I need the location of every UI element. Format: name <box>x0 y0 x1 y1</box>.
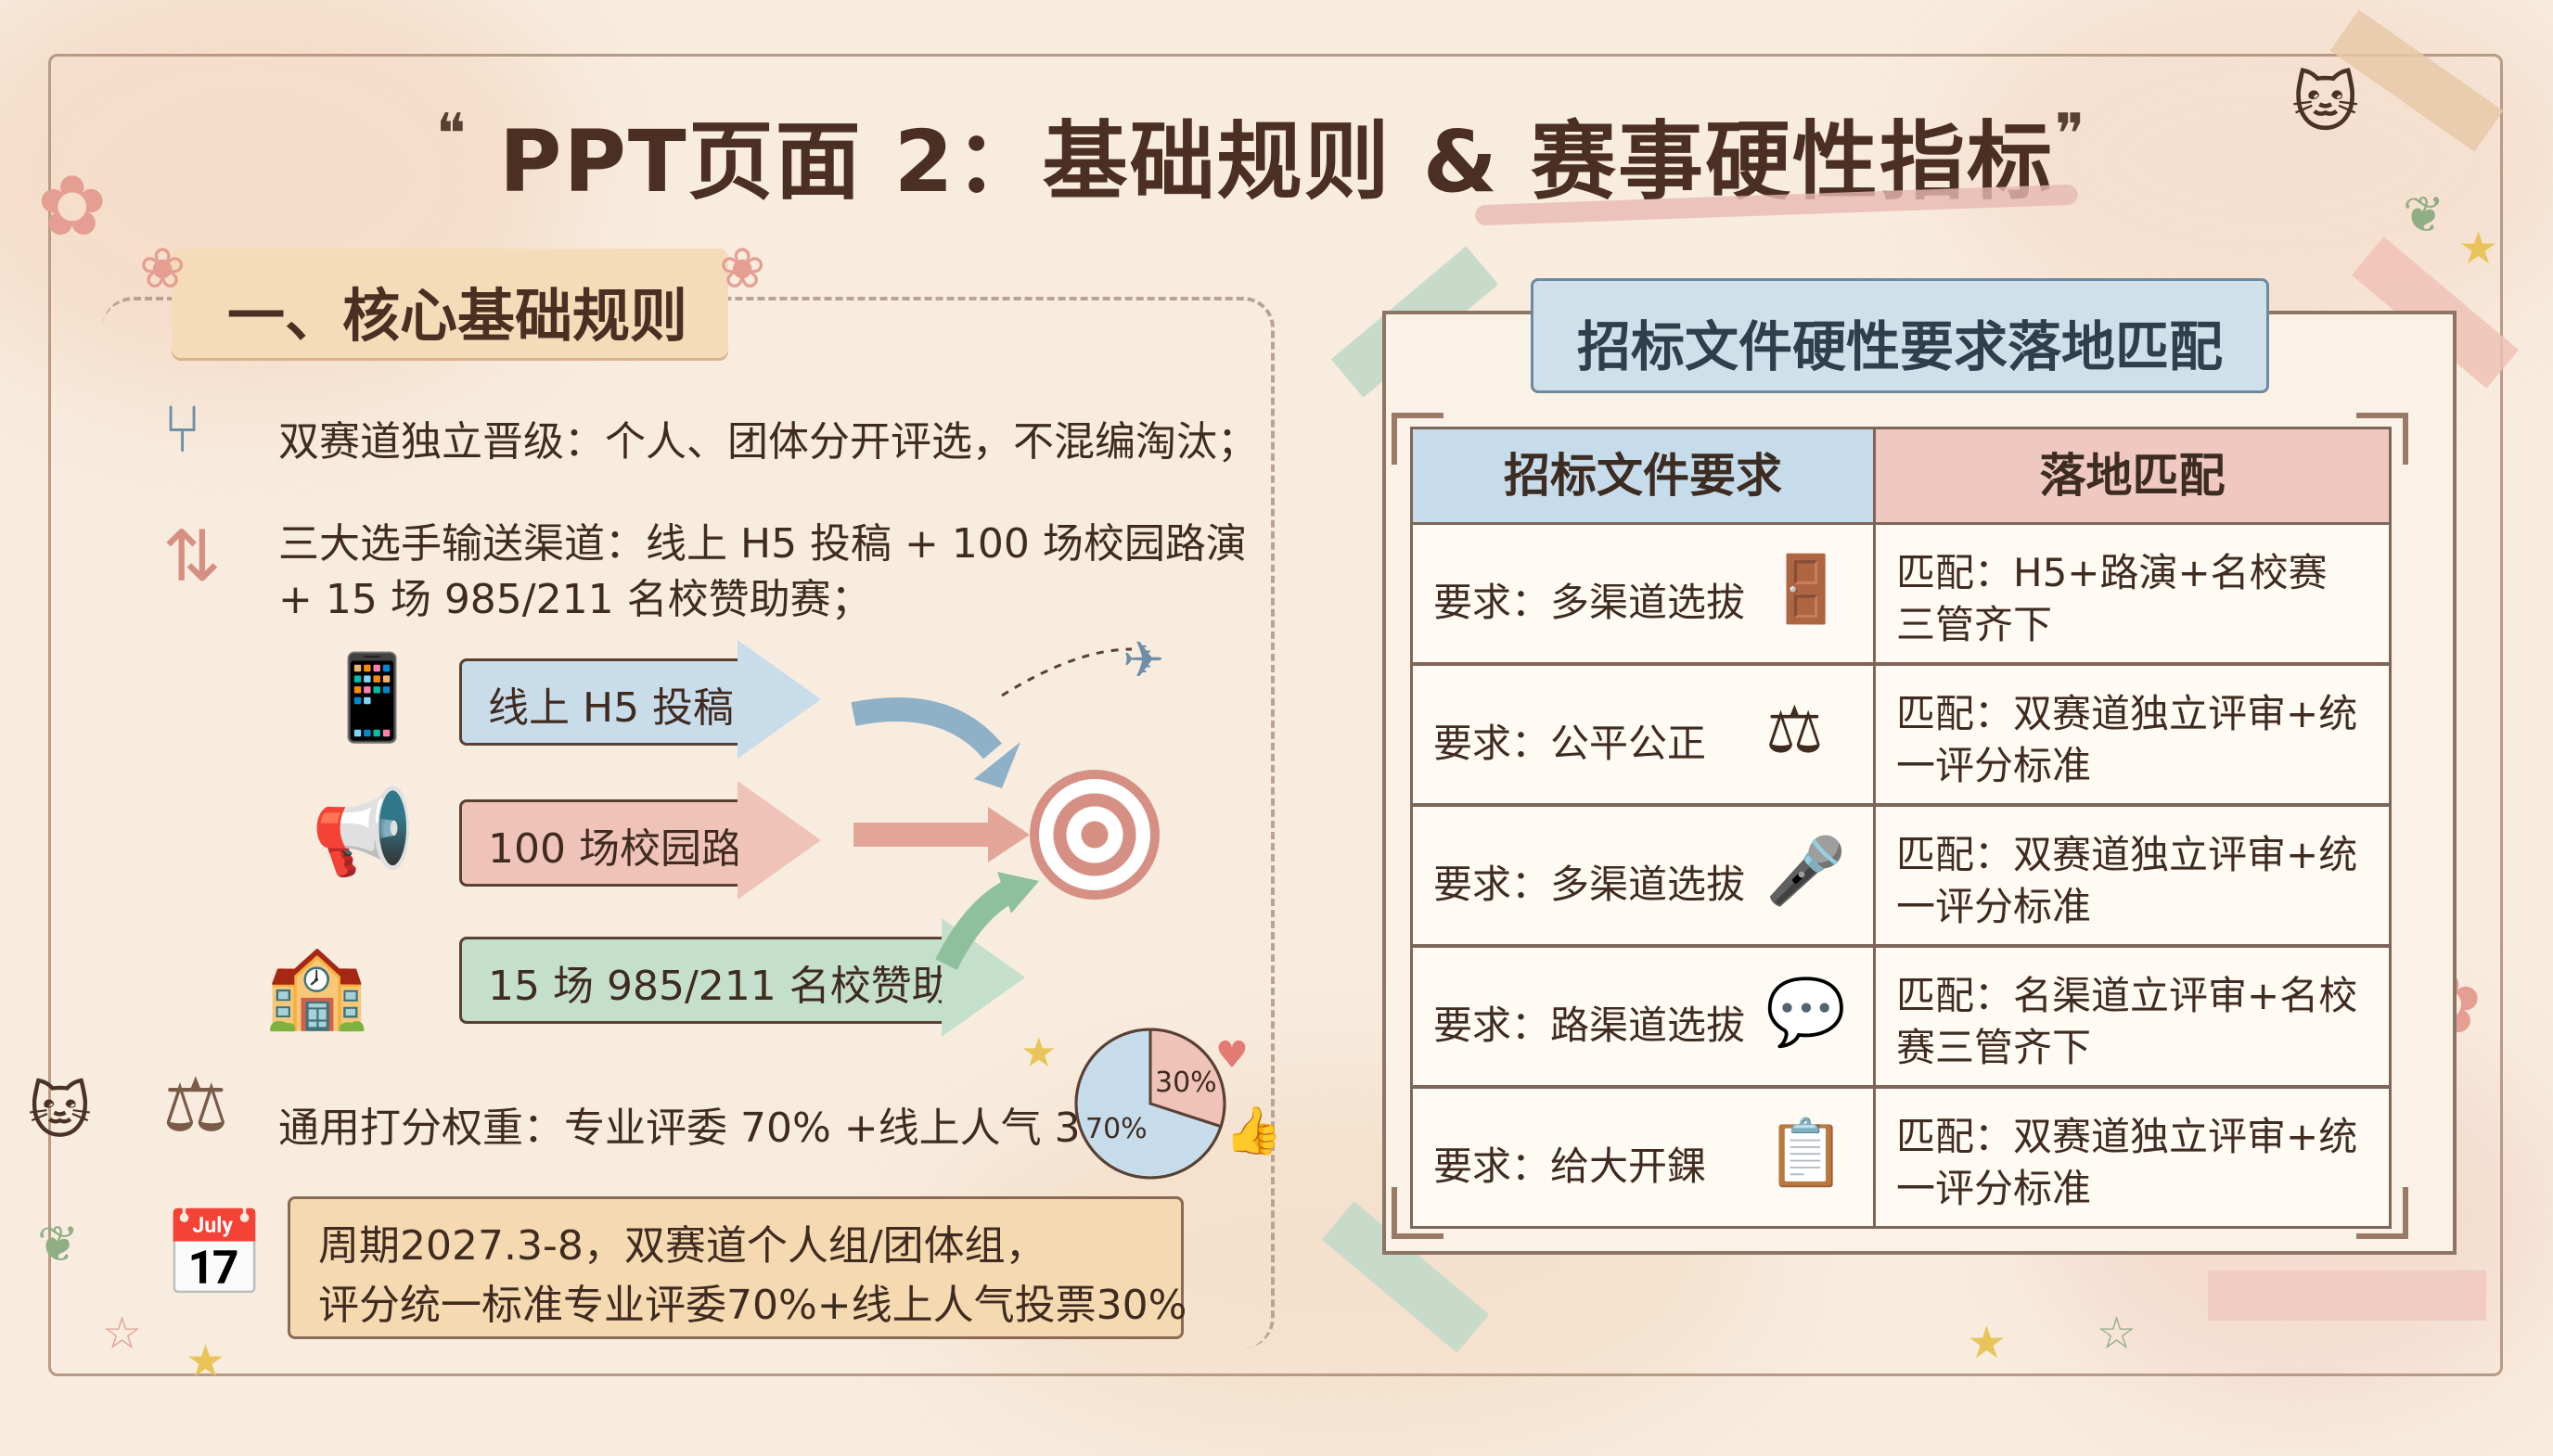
requirements-panel-heading: 招标文件硬性要求落地匹配 <box>1531 278 2269 393</box>
phone-mail-icon: 📱 <box>320 649 425 747</box>
score-weight-pie <box>1074 1028 1226 1180</box>
pie-label-30: 30% <box>1155 1066 1217 1099</box>
table-cell-requirement: 要求：路渠道选拔 💬 <box>1410 945 1876 1088</box>
table-cell-match: 匹配：H5+路演+名校赛三管齐下 <box>1873 522 2392 665</box>
table-cell-requirement: 要求：多渠道选拔 🎤 <box>1410 804 1876 947</box>
match-text: 一评分标准 <box>1896 884 2092 929</box>
star-icon: ☆ <box>2097 1308 2137 1360</box>
paper-plane-icon: ✈ <box>1123 631 1165 689</box>
match-text: 匹配：名渠道立评审+名校 <box>1896 973 2358 1018</box>
match-text: 匹配：H5+路演+名校赛 <box>1896 550 2328 595</box>
flower-icon: ✿ <box>37 158 108 255</box>
section-heading-banner: 一、核心基础规则 <box>172 249 728 358</box>
converging-arrows <box>851 647 1133 970</box>
note-line: 周期2027.3-8，双赛道个人组/团体组， <box>318 1222 1046 1270</box>
star-icon: ★ <box>2458 223 2499 275</box>
corner-ornament <box>2356 1187 2408 1239</box>
match-text: 匹配：双赛道独立评审+统 <box>1896 832 2358 877</box>
leaf-icon: ❦ <box>2403 185 2445 244</box>
rule-dual-track: 双赛道独立晋级：个人、团体分开评选，不混编淘汰； <box>278 418 1258 466</box>
washi-tape <box>2208 1271 2486 1321</box>
rule-channels-line1: 三大选手输送渠道：线上 H5 投稿 + 100 场校园路演 <box>278 520 1247 568</box>
match-text: 一评分标准 <box>1896 1166 2092 1211</box>
column-header-requirement: 招标文件要求 <box>1410 427 1876 525</box>
table-cell-requirement: 要求：公平公正 ⚖ <box>1410 663 1876 806</box>
sparkle-right-icon: ❞ <box>2055 102 2085 167</box>
corner-ornament <box>1392 413 1443 465</box>
thumbs-up-icon: 👍 <box>1225 1104 1283 1157</box>
channel-arrow-roadshow: 100 场校园路演 <box>459 799 783 887</box>
table-cell-requirement: 要求：多渠道选拔 🚪 <box>1410 522 1876 665</box>
school-shield-icon: 🏫 <box>264 937 369 1034</box>
requirement-text: 要求：多渠道选拔 <box>1433 580 1746 625</box>
match-text: 匹配：双赛道独立评审+统 <box>1896 691 2358 736</box>
flower-icon: ❀ <box>719 236 766 301</box>
page-title: PPT页面 2：基础规则 & 赛事硬性指标 <box>499 112 2054 211</box>
door-icon: 🚪 <box>1765 551 1847 627</box>
requirement-text: 要求：多渠道选拔 <box>1433 862 1746 907</box>
corner-ornament <box>1392 1187 1443 1239</box>
table-cell-match: 匹配：双赛道独立评审+统一评分标准 <box>1873 663 2392 806</box>
rule-channels-line2: + 15 场 985/211 名校赞助赛； <box>278 576 872 623</box>
arrow-head <box>738 640 821 759</box>
calendar-icon: 📅 <box>162 1206 267 1303</box>
requirement-text: 要求：公平公正 <box>1433 721 1707 766</box>
scale-icon: ⚖ <box>162 1062 229 1148</box>
split-path-icon: ⑂ <box>162 390 203 467</box>
podium-icon: 🎤 <box>1765 833 1847 909</box>
target-icon <box>1030 770 1160 900</box>
branch-arrows-icon: ⇅ <box>162 515 222 597</box>
match-text: 赛三管齐下 <box>1896 1025 2092 1070</box>
requirement-text: 要求：路渠道选拔 <box>1433 1003 1746 1048</box>
requirement-text: 要求：给大开錁 <box>1433 1143 1707 1189</box>
chat-icon: 💬 <box>1765 974 1847 1050</box>
page-border <box>48 54 2503 1376</box>
period-note: 周期2027.3-8，双赛道个人组/团体组， 评分统一标准专业评委70%+线上人… <box>288 1196 1187 1339</box>
sparkle-left-icon: ❝ <box>436 102 467 167</box>
match-text: 一评分标准 <box>1896 743 2092 788</box>
channel-arrow-h5: 线上 H5 投稿 <box>459 658 743 746</box>
channel-label: 100 场校园路演 <box>488 825 783 873</box>
table-cell-match: 匹配：名渠道立评审+名校赛三管齐下 <box>1873 945 2392 1088</box>
pencil-star-icon: ★ <box>1020 1029 1058 1077</box>
rule-score-weight: 通用打分权重：专业评委 70% +线上人气 30% <box>278 1105 1146 1152</box>
star-icon: ★ <box>1967 1317 2008 1369</box>
flower-icon: ❀ <box>139 236 186 301</box>
channel-label: 15 场 985/211 名校赞助赛 <box>488 963 994 1010</box>
heart-icon: ♥ <box>1215 1034 1249 1077</box>
cat-icon: 🐱 <box>2291 65 2359 141</box>
note-line: 评分统一标准专业评委70%+线上人气投票30% <box>318 1282 1187 1329</box>
table-cell-match: 匹配：双赛道独立评审+统一评分标准 <box>1873 1086 2392 1229</box>
clipboard-icon: 📋 <box>1765 1115 1847 1191</box>
channel-label: 线上 H5 投稿 <box>488 684 735 732</box>
arrow-head <box>738 781 821 900</box>
cat-icon: 🐱 <box>28 1076 92 1147</box>
table-cell-requirement: 要求：给大开錁 📋 <box>1410 1086 1876 1229</box>
match-text: 三管齐下 <box>1896 602 2053 647</box>
star-icon: ★ <box>186 1335 226 1387</box>
column-header-match: 落地匹配 <box>1873 427 2392 525</box>
gavel-icon: ⚖ <box>1765 692 1824 768</box>
leaf-icon: ❦ <box>37 1215 80 1273</box>
match-text: 匹配：双赛道独立评审+统 <box>1896 1114 2358 1159</box>
corner-ornament <box>2356 413 2408 465</box>
table-cell-match: 匹配：双赛道独立评审+统一评分标准 <box>1873 804 2392 947</box>
section-heading: 一、核心基础规则 <box>227 282 688 350</box>
megaphone-icon: 📢 <box>311 784 416 881</box>
pie-label-70: 70% <box>1085 1113 1148 1145</box>
